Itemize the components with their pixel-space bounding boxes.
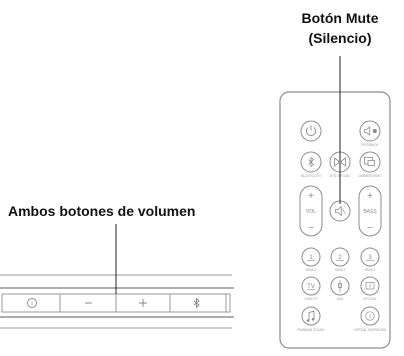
bass-label: BASS [363, 209, 377, 215]
bass-down-label: − [367, 223, 373, 234]
virtual-surround-label: VIRTUAL SURROUND [354, 328, 387, 332]
hdmi1-label: HDMI 1 [306, 268, 317, 272]
feedback-button[interactable]: FEEDBACK [359, 120, 381, 147]
volume-label: VOL [306, 209, 316, 215]
bluetooth-icon [193, 297, 200, 309]
remote-control: FEEDBACK BLUETOOTH DTS VIRTUAL DIMMER/DE… [279, 91, 391, 349]
aux-label: AUX [337, 297, 344, 301]
dimmer-label: DIMMER/DEMO [358, 174, 382, 178]
optical-label: OPTICAL [363, 297, 377, 301]
aux-button[interactable]: AUX [330, 276, 350, 301]
hdmi3-number: 3 [368, 255, 372, 261]
optical-button[interactable]: OPTICAL [360, 276, 380, 301]
music-button[interactable]: RAINMAN SOUND [297, 306, 325, 332]
tv-label: HDMI TV [304, 297, 318, 301]
tv-button[interactable]: TV HDMI TV [301, 276, 321, 301]
volume-up-label: + [308, 191, 314, 202]
volume-rocker[interactable]: + VOL − [299, 185, 323, 237]
dimmer-button[interactable]: DIMMER/DEMO [358, 151, 382, 178]
info-icon [365, 311, 375, 321]
soundbar: i [0, 274, 234, 329]
bass-rocker[interactable]: + BASS − [358, 185, 382, 237]
hdmi2-button[interactable]: 2 HDMI 2 [330, 247, 350, 272]
mute-icon [335, 205, 342, 217]
bluetooth-icon [308, 156, 315, 168]
mute-callout: Botón Mute (Silencio) [280, 8, 400, 48]
volume-callout-text: Ambos botones de volumen [8, 203, 196, 219]
optical-icon [365, 282, 375, 290]
speaker-feedback-icon [364, 126, 371, 136]
bluetooth-label: BLUETOOTH [301, 174, 321, 178]
soundbar-volume-up-button[interactable] [139, 299, 147, 307]
power-icon [305, 127, 317, 136]
soundbar-bluetooth-button[interactable] [193, 297, 200, 309]
feedback-label: FEEDBACK [361, 143, 379, 147]
info-icon-glyph: i [31, 302, 32, 308]
hdmi1-button[interactable]: 1 HDMI 1 [301, 247, 321, 272]
bluetooth-button[interactable]: BLUETOOTH [300, 151, 322, 178]
mute-callout-line2: (Silencio) [308, 30, 372, 46]
music-label: RAINMAN SOUND [297, 328, 325, 332]
tv-text: TV [307, 284, 315, 290]
bass-up-label: + [367, 191, 373, 202]
power-button[interactable] [300, 120, 322, 142]
virtual-surround-button[interactable]: i VIRTUAL SURROUND [354, 306, 387, 332]
hdmi3-label: HDMI 3 [365, 268, 376, 272]
svg-text:i: i [369, 314, 370, 320]
volume-down-label: − [308, 223, 314, 234]
hdmi2-number: 2 [338, 255, 342, 261]
hdmi3-button[interactable]: 3 HDMI 3 [360, 247, 380, 272]
music-note-icon [308, 310, 315, 321]
hdmi1-number: 1 [309, 255, 313, 261]
surround-icon [334, 157, 346, 167]
soundbar-info-button[interactable]: i [27, 298, 37, 308]
info-icon [27, 298, 37, 308]
aux-icon [338, 280, 342, 292]
hdmi2-label: HDMI 2 [335, 268, 346, 272]
volume-callout: Ambos botones de volumen [8, 201, 258, 221]
mute-callout-line1: Botón Mute [301, 10, 379, 26]
